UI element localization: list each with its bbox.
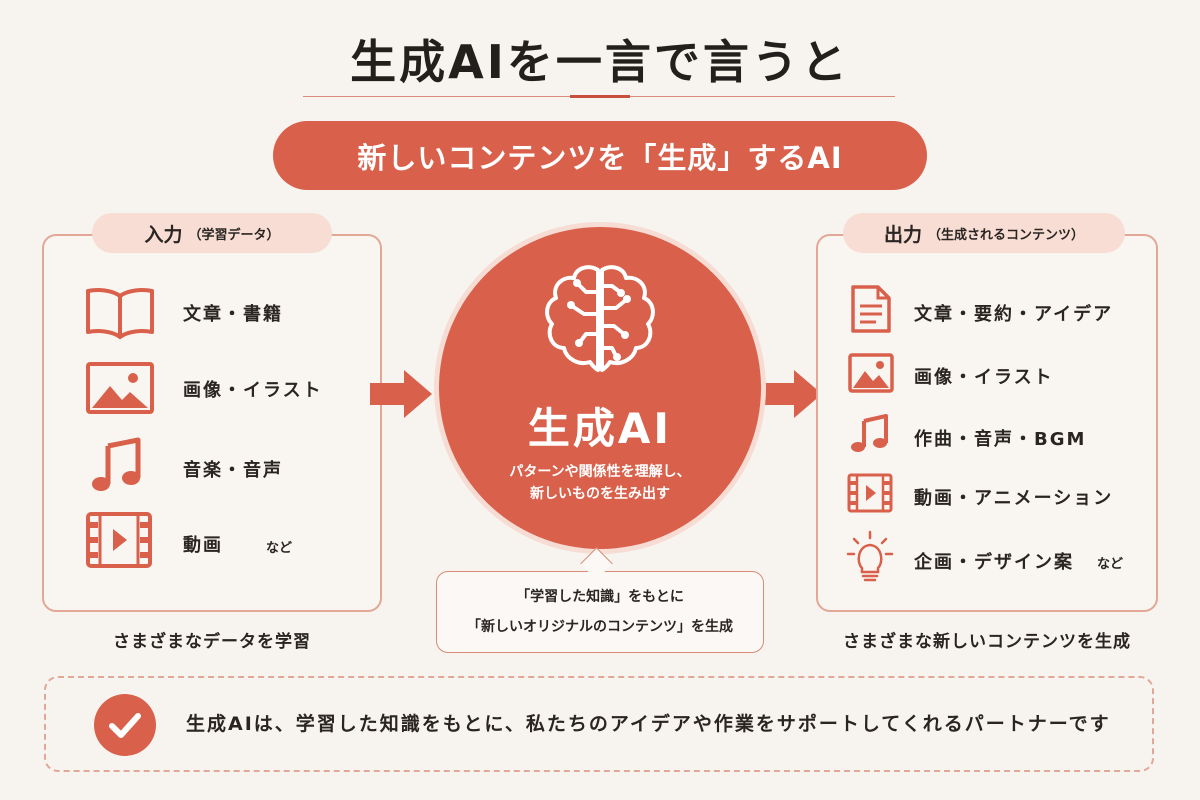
music-note-icon: [92, 437, 141, 491]
input-tab-sublabel: （学習データ）: [188, 227, 280, 243]
input-tab-label: 入力: [144, 223, 183, 246]
brain-circuit-icon: [545, 265, 655, 372]
callout-line: 「学習した知識」をもとに: [516, 589, 684, 605]
image-icon: [86, 362, 154, 414]
film-icon: [847, 473, 893, 513]
output-item-label: 文章・要約・アイデア: [914, 304, 1114, 325]
arrow-right-icon: [370, 370, 432, 418]
output-tab: 出力 （生成されるコンテンツ）: [843, 213, 1125, 253]
film-icon: [86, 512, 152, 568]
input-caption: さまざまなデータを学習: [113, 632, 311, 652]
input-item-label: 文章・書籍: [183, 304, 283, 325]
output-panel: [816, 234, 1158, 612]
input-tab: 入力 （学習データ）: [92, 213, 332, 253]
music-note-icon: [851, 414, 888, 452]
arrow-right-icon: [760, 370, 822, 418]
lightbulb-icon: [846, 530, 894, 582]
output-tab-sublabel: （生成されるコンテンツ）: [928, 227, 1085, 243]
output-tab-label: 出力: [883, 223, 922, 246]
headline-banner: 新しいコンテンツを「生成」するAI: [273, 121, 927, 190]
output-item-label: 企画・デザイン案: [914, 552, 1074, 573]
check-icon: [94, 694, 156, 756]
input-item-label: 画像・イラスト: [183, 380, 323, 401]
title-divider-accent: [570, 95, 630, 98]
input-item-label: 音楽・音声: [183, 460, 283, 481]
output-item-label: 作曲・音声・BGM: [914, 429, 1087, 450]
output-caption: さまざまな新しいコンテンツを生成: [843, 632, 1131, 652]
summary-box: [44, 676, 1154, 772]
book-icon: [86, 288, 154, 339]
document-icon: [851, 285, 891, 333]
callout-line: 「新しいオリジナルのコンテンツ」を生成: [467, 619, 733, 635]
callout-box: 「学習した知識」をもとに 「新しいオリジナルのコンテンツ」を生成: [436, 571, 764, 653]
center-description: パターンや関係性を理解し、 新しいものを生み出す: [439, 461, 761, 505]
output-item-label: 画像・イラスト: [914, 367, 1054, 388]
check-mark-icon: [109, 713, 141, 738]
output-item-label: 動画・アニメーション: [914, 488, 1114, 509]
image-icon: [848, 353, 894, 393]
center-description-line: 新しいものを生み出す: [530, 486, 670, 502]
page-title: 生成AIを一言で言うと: [350, 35, 850, 89]
input-item-label: 動画: [183, 535, 223, 556]
center-title: 生成AI: [527, 404, 673, 453]
etc-note: など: [1097, 557, 1124, 572]
etc-note: など: [266, 541, 293, 556]
summary-text: 生成AIは、学習した知識をもとに、私たちのアイデアや作業をサポートしてくれるパー…: [186, 713, 1111, 735]
center-description-line: パターンや関係性を理解し、: [509, 464, 691, 480]
